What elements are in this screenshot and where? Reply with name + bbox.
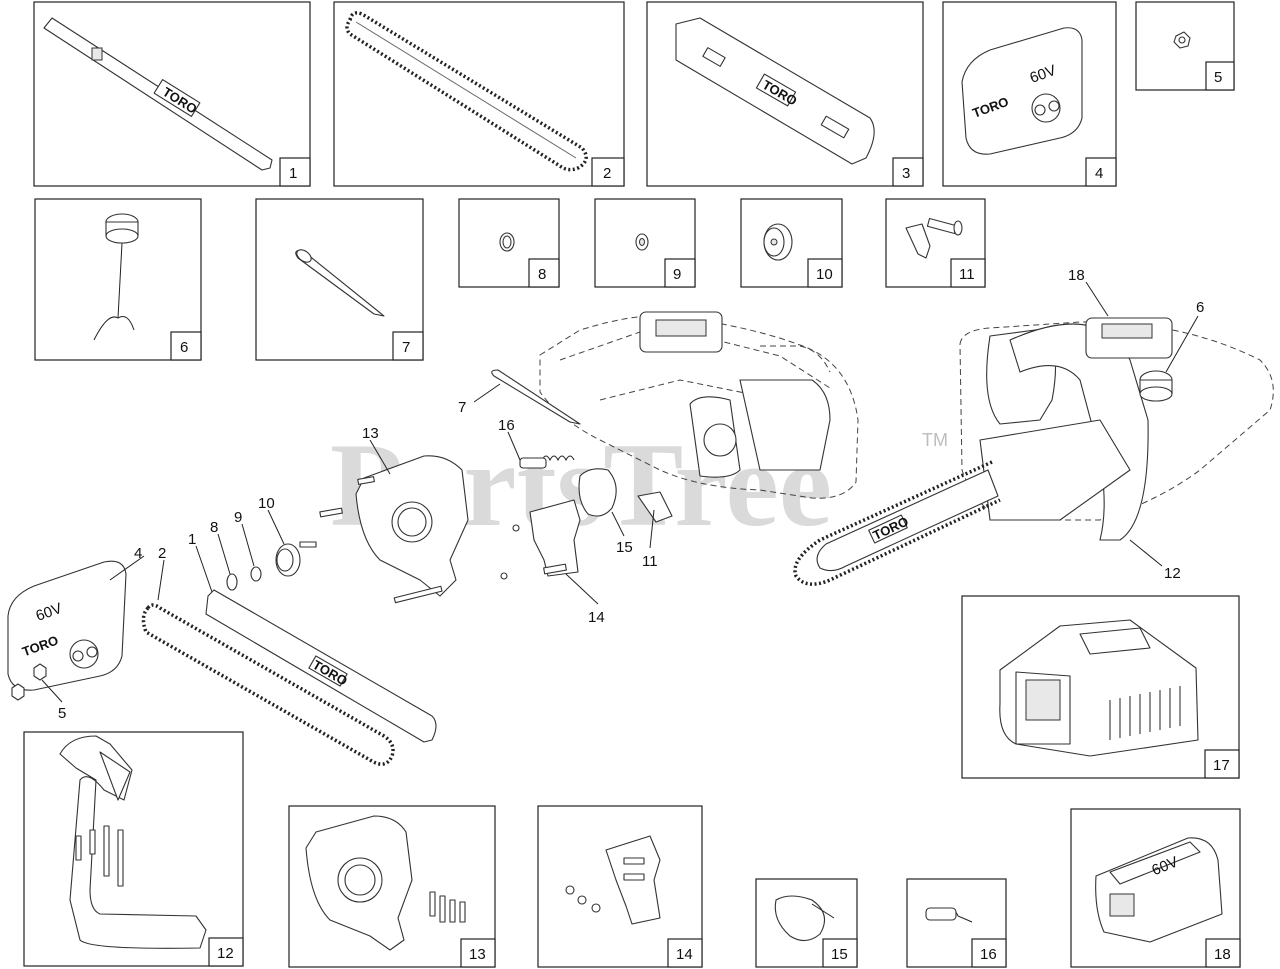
part-box-17[interactable]: 17 xyxy=(961,595,1240,779)
callout-4: 4 xyxy=(134,545,142,562)
callout-11: 11 xyxy=(642,553,658,570)
callout-14: 14 xyxy=(588,609,605,626)
part-box-7[interactable]: 7 xyxy=(255,198,424,361)
part-box-15[interactable]: 15 xyxy=(755,878,858,968)
callout-8: 8 xyxy=(210,519,218,536)
part-box-9[interactable]: 9 xyxy=(594,198,696,288)
part-number-18: 18 xyxy=(1214,946,1231,963)
callout-1: 1 xyxy=(188,531,196,548)
part-number-4: 4 xyxy=(1095,165,1103,182)
part-box-3[interactable]: TORO 3 xyxy=(646,1,924,187)
part-number-10: 10 xyxy=(816,266,833,283)
exploded-side-cover: TORO 60V xyxy=(7,560,127,701)
part-number-5: 5 xyxy=(1214,69,1222,86)
exploded-side-plate xyxy=(319,455,469,604)
part-number-6: 6 xyxy=(180,339,188,356)
callout-13: 13 xyxy=(362,425,379,442)
part-number-1: 1 xyxy=(289,165,297,182)
callout-7: 7 xyxy=(458,399,466,416)
part-box-6[interactable]: 6 xyxy=(34,198,202,361)
part-box-5[interactable]: 5 xyxy=(1135,1,1235,91)
watermark-trademark: TM xyxy=(922,430,948,450)
part-box-13[interactable]: 13 xyxy=(288,805,496,968)
part-box-4[interactable]: TORO 60V 4 xyxy=(942,1,1117,187)
part-box-10[interactable]: 10 xyxy=(740,198,843,288)
part-number-7: 7 xyxy=(402,339,410,356)
part-number-11: 11 xyxy=(959,266,975,283)
part-box-11[interactable]: 11 xyxy=(885,198,986,288)
part-box-14[interactable]: 14 xyxy=(537,805,703,968)
part-number-8: 8 xyxy=(538,266,546,283)
callout-15: 15 xyxy=(616,539,633,556)
callout-5: 5 xyxy=(58,705,66,722)
callout-2: 2 xyxy=(158,545,166,562)
part-box-8[interactable]: 8 xyxy=(458,198,560,288)
part-box-16[interactable]: 16 xyxy=(906,878,1007,968)
part-number-3: 3 xyxy=(902,165,910,182)
callout-18: 18 xyxy=(1068,267,1085,284)
part-box-18[interactable]: 60V 18 xyxy=(1070,808,1241,968)
exploded-chainsaw-body xyxy=(539,311,859,499)
part-number-13: 13 xyxy=(469,946,486,963)
part-number-14: 14 xyxy=(676,946,693,963)
part-box-12[interactable]: 12 xyxy=(23,731,244,967)
assembled-chainsaw: TORO xyxy=(793,317,1274,586)
part-number-16: 16 xyxy=(980,946,997,963)
exploded-small-parts xyxy=(491,369,673,580)
part-box-1[interactable]: TORO 1 xyxy=(33,1,311,187)
part-number-12: 12 xyxy=(217,945,234,962)
callout-12: 12 xyxy=(1164,565,1181,582)
callout-10: 10 xyxy=(258,495,275,512)
part-box-2[interactable]: 2 xyxy=(333,1,625,187)
part-number-15: 15 xyxy=(831,946,848,963)
callout-16: 16 xyxy=(498,417,515,434)
part-number-2: 2 xyxy=(603,165,611,182)
part-number-9: 9 xyxy=(673,266,681,283)
callout-9: 9 xyxy=(234,509,242,526)
exploded-sprocket-set xyxy=(226,541,317,591)
part-number-17: 17 xyxy=(1213,757,1230,774)
callout-leaders xyxy=(41,281,1199,703)
callout-6: 6 xyxy=(1196,299,1204,316)
